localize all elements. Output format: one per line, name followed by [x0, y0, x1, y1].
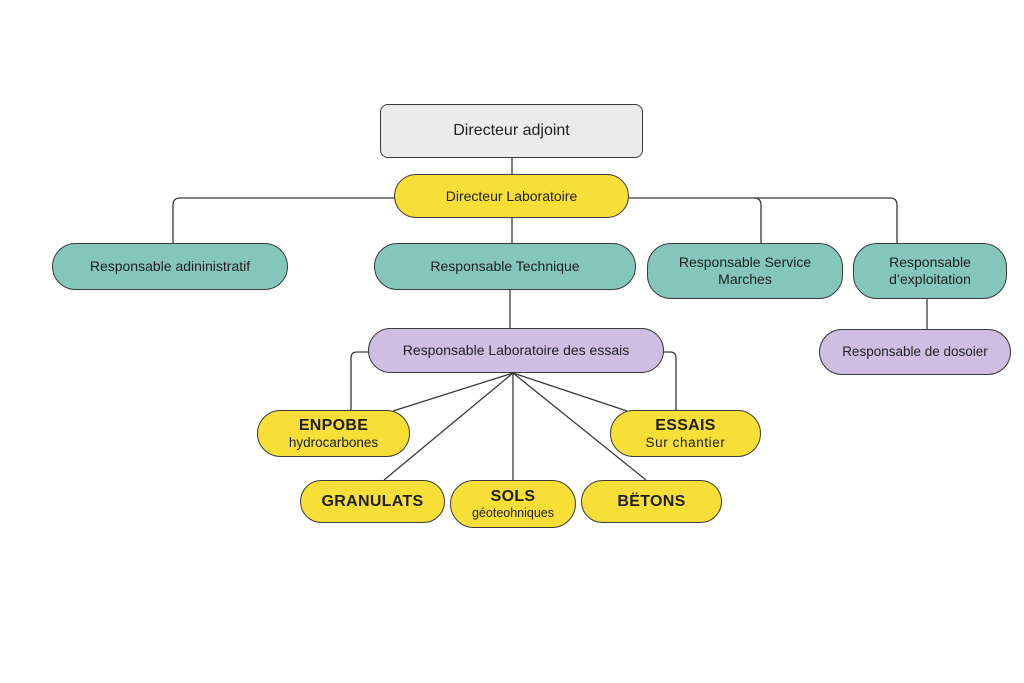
link-directeur-marches [628, 197, 762, 243]
node-responsable-dossier-label: Responsable de dosoier [842, 343, 988, 359]
node-sols: SOLS géoteohniques [450, 480, 576, 528]
node-directeur-laboratoire: Directeur Laboratoire [394, 174, 629, 218]
node-responsable-administratif: Responsable adininistratif [52, 243, 288, 290]
node-responsable-exploitation-line1: Responsable [889, 254, 971, 271]
node-responsable-service-marches-line1: Responsable Service [678, 254, 812, 271]
node-enpobe-sub: hydrocarbones [288, 435, 379, 450]
link-labo-enpobe-side [350, 351, 370, 410]
node-betons-title: BËTONS [617, 492, 686, 510]
link-labo-essais-side [662, 351, 677, 410]
node-sols-sub: géoteohniques [471, 506, 555, 521]
link-labo-essais [512, 372, 628, 412]
node-enpobe-title: ENPOBE [298, 416, 369, 434]
node-responsable-administratif-label: Responsable adininistratif [89, 258, 251, 275]
node-enpobe: ENPOBE hydrocarbones [257, 410, 410, 457]
node-essais-title: ESSAIS [655, 416, 716, 434]
node-responsable-labo-essais: Responsable Laboratoire des essais [368, 328, 664, 373]
node-responsable-service-marches-line2: Marches [718, 271, 772, 287]
link-directeur-administratif [172, 197, 395, 243]
node-directeur-adjoint-label: Directeur adjoint [453, 122, 570, 140]
link-labo-enpobe [392, 372, 514, 412]
link-labo-betons [512, 372, 647, 481]
node-sols-title: SOLS [490, 487, 536, 505]
link-labo-granulats [383, 372, 514, 481]
node-essais: ESSAIS Sur chantier [610, 410, 761, 457]
node-directeur-laboratoire-label: Directeur Laboratoire [445, 187, 578, 204]
node-responsable-technique: Responsable Technique [374, 243, 636, 290]
node-responsable-labo-essais-label: Responsable Laboratoire des essais [402, 342, 630, 359]
node-responsable-technique-label: Responsable Technique [430, 258, 580, 275]
node-directeur-adjoint: Directeur adjoint [380, 104, 643, 158]
node-responsable-exploitation-line2: d’exploitation [889, 271, 971, 287]
node-essais-sub: Sur chantier [645, 435, 726, 450]
node-responsable-exploitation: Responsable d’exploitation [853, 243, 1007, 299]
node-responsable-service-marches: Responsable Service Marches [647, 243, 843, 299]
node-responsable-dossier: Responsable de dosoier [819, 329, 1011, 375]
node-granulats-title: GRANULATS [321, 492, 424, 510]
node-granulats: GRANULATS [300, 480, 445, 523]
link-directeur-exploitation [754, 197, 898, 243]
node-betons: BËTONS [581, 480, 722, 523]
